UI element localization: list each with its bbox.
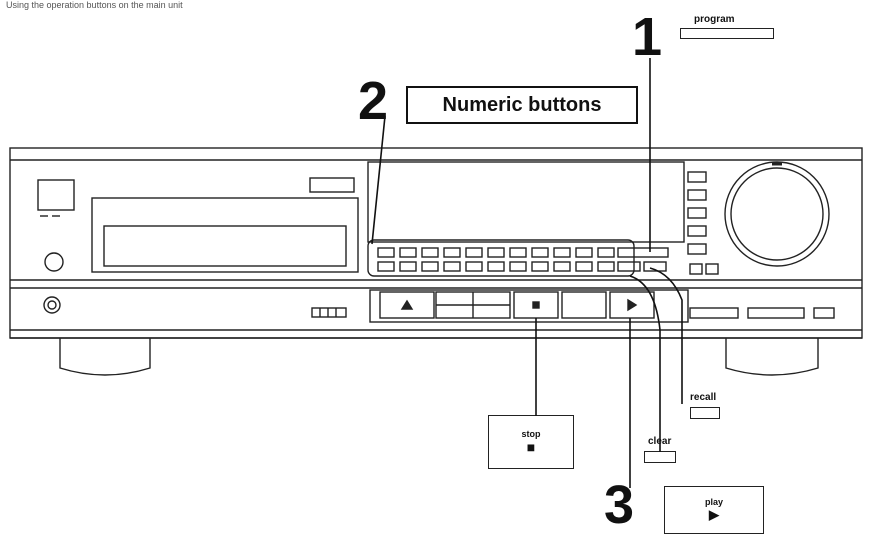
unit-recall-button (643, 261, 667, 272)
headphone-jack (43, 296, 61, 314)
play-icon: ▶ (709, 507, 719, 522)
numeric-button-row2 (377, 261, 615, 272)
recall-button[interactable] (690, 407, 720, 419)
unit-clear-button (617, 261, 641, 272)
stop-icon: ■ (526, 439, 536, 455)
program-label: program (694, 14, 735, 25)
eject-button (379, 291, 435, 319)
program-button[interactable] (680, 28, 774, 39)
recall-label: recall (690, 392, 717, 403)
play-label: play (704, 497, 723, 507)
power-button (37, 179, 75, 211)
leader-recall (649, 267, 683, 404)
numeric-buttons-label: Numeric buttons (406, 86, 638, 124)
foot-left (59, 338, 151, 376)
small-indicator (311, 307, 347, 318)
jog-dial (724, 161, 830, 267)
phones-jack (44, 252, 64, 272)
leader-clear (629, 275, 661, 452)
numeric-button-row1 (377, 247, 615, 258)
stop-label: stop (521, 429, 541, 439)
unit-pause-button (561, 291, 607, 319)
leader-numeric (371, 115, 386, 245)
step-number-2: 2 (358, 71, 389, 131)
numeric-buttons-group (367, 239, 635, 277)
transport-panel (369, 289, 689, 323)
unit-program-button (617, 247, 669, 258)
step-number-1: 1 (632, 7, 663, 67)
stop-callout-box: stop ■ (488, 415, 574, 469)
display-window (367, 161, 685, 243)
play-callout-box: play ▶ (664, 486, 764, 534)
unit-play-button (609, 291, 655, 319)
step-number-3: 3 (604, 475, 635, 535)
figure-caption: Using the operation buttons on the main … (6, 0, 183, 10)
disc-tray (91, 197, 359, 273)
foot-right (725, 338, 819, 376)
